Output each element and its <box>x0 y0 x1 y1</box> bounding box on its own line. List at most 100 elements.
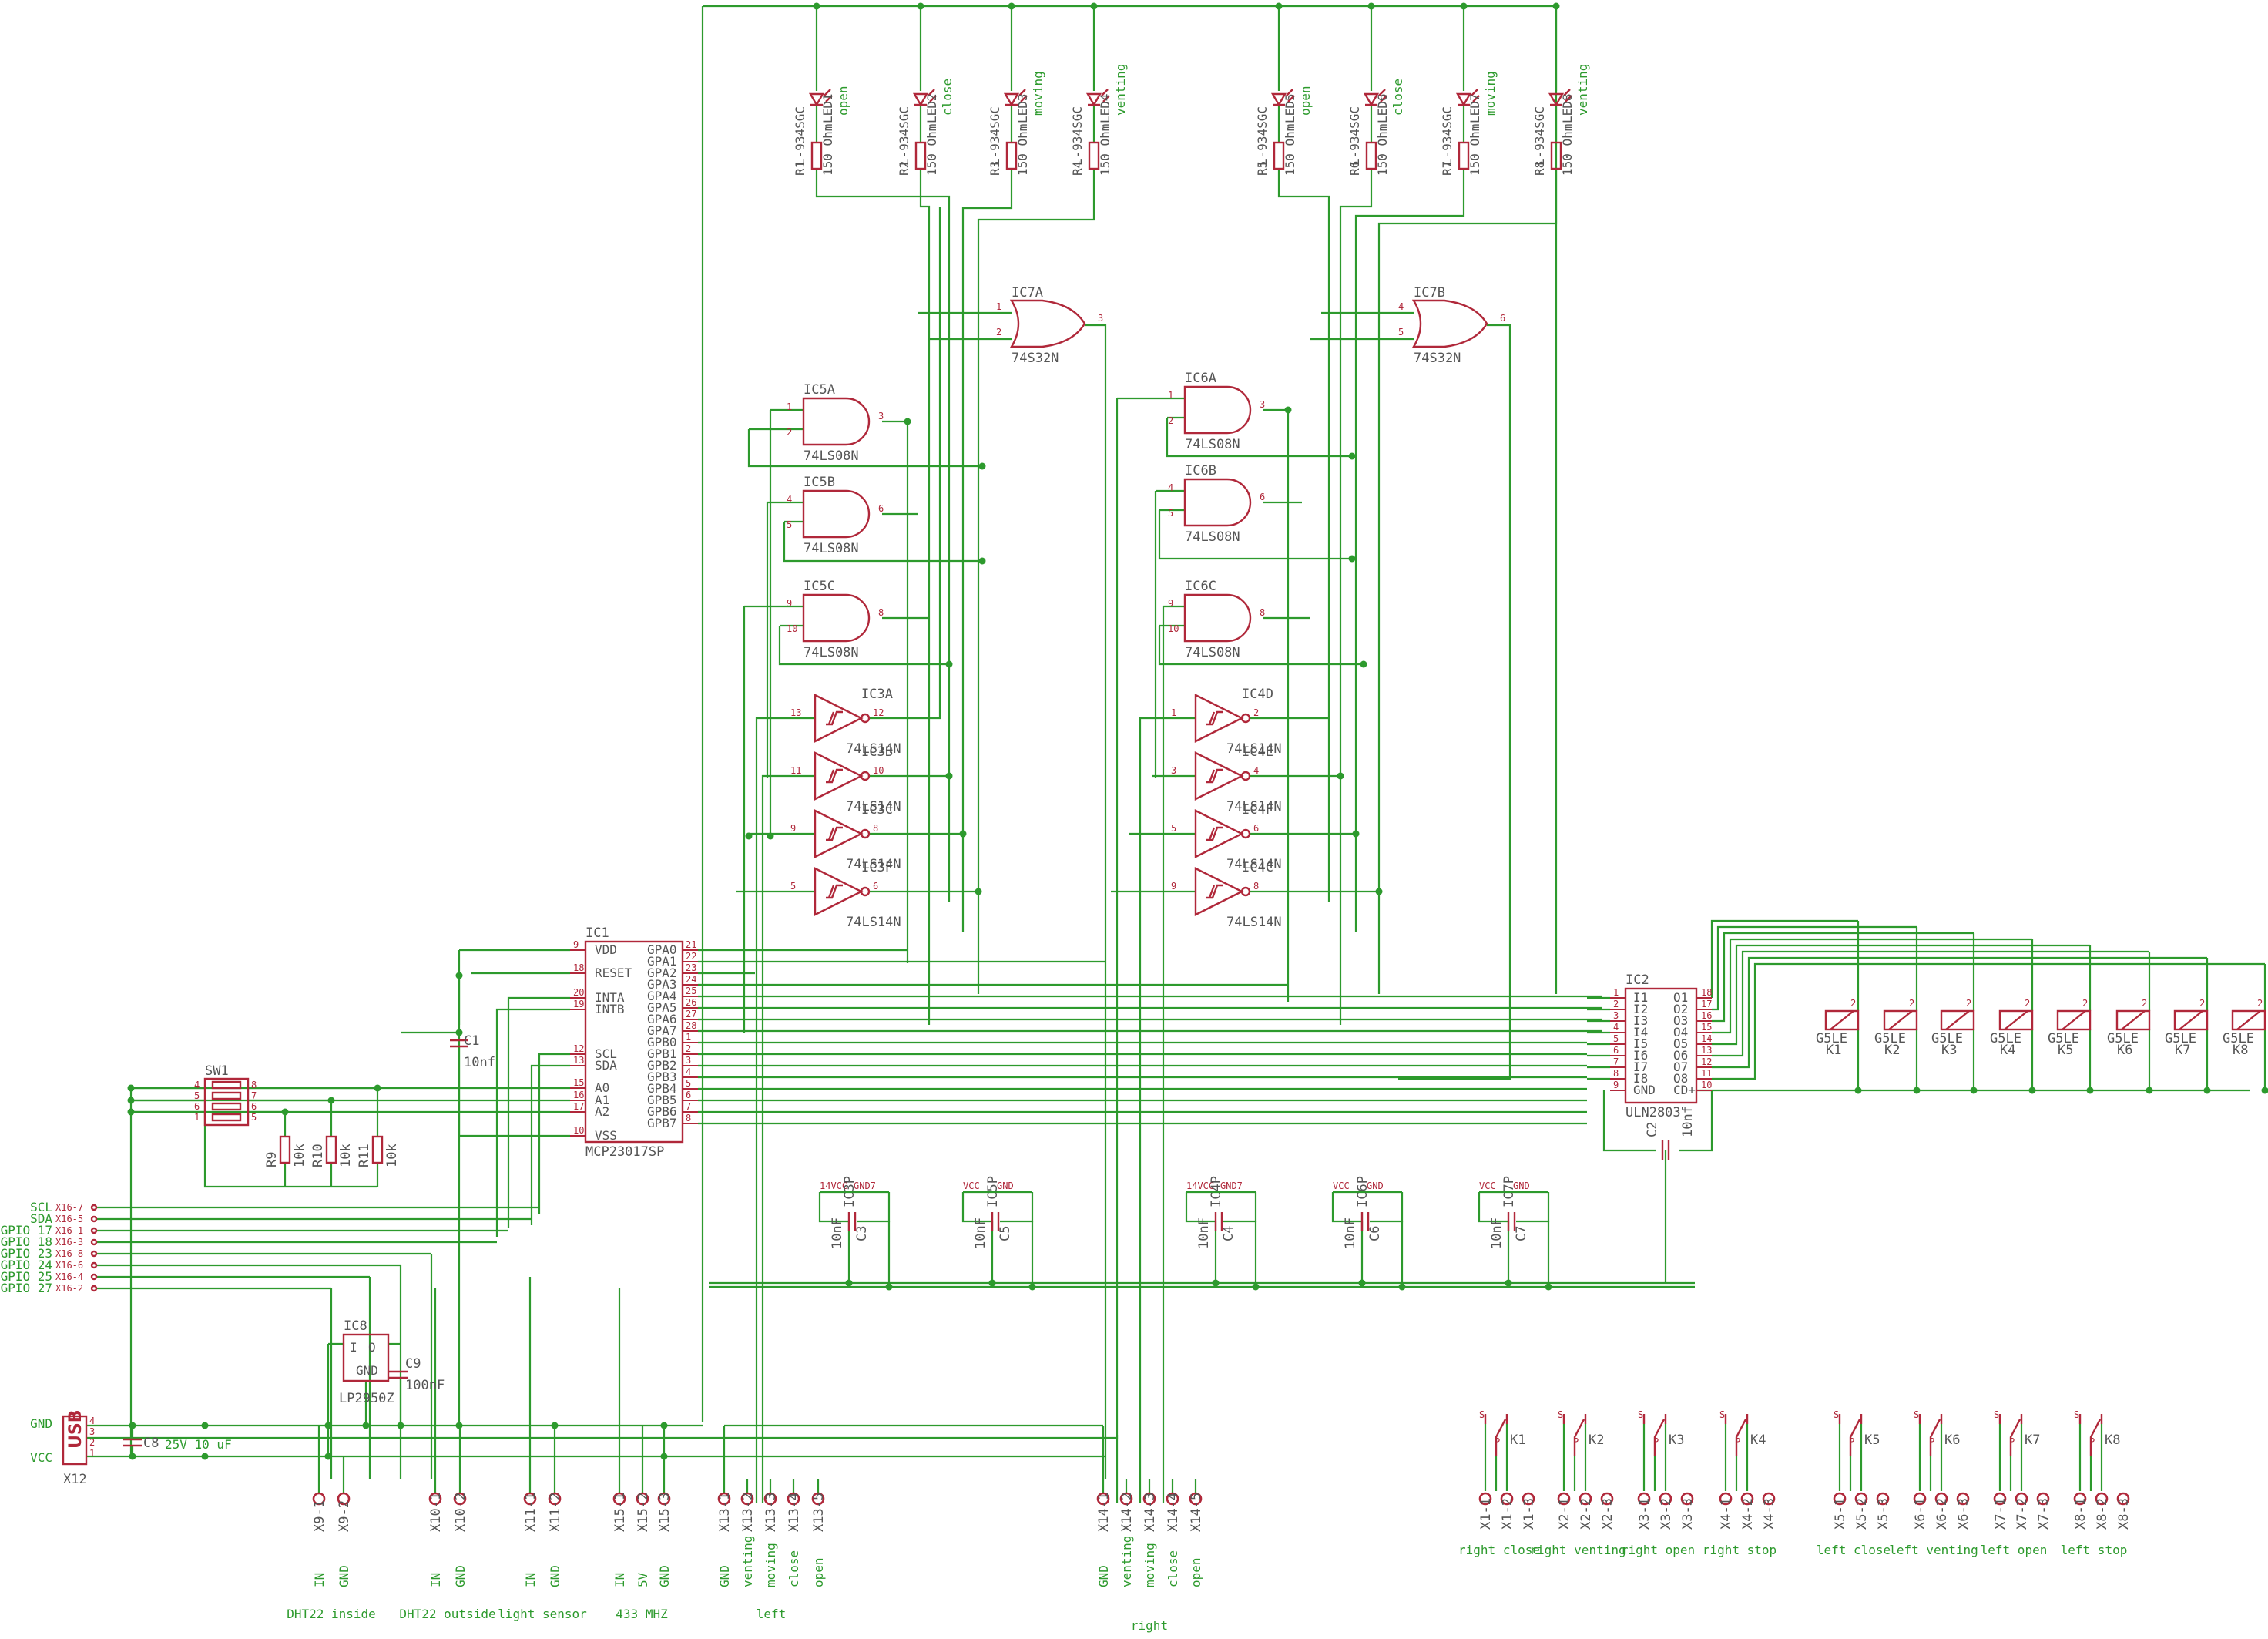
pin-label: I4 <box>1633 1025 1648 1039</box>
pin-label: VSS <box>595 1128 617 1143</box>
usb-name-label: X12 <box>63 1472 87 1487</box>
bottom-connector-pad <box>453 1492 467 1506</box>
pin-label: GPA3 <box>647 977 677 992</box>
relay-terminal-pad <box>2036 1492 2050 1506</box>
dip-switch-lever <box>211 1091 242 1100</box>
capacitor-value-label: 10nf <box>1680 1106 1696 1137</box>
chip-name-label: IC1 <box>585 925 609 941</box>
pin-number: 10 <box>1168 623 1179 634</box>
led-function-label: moving <box>1031 71 1045 116</box>
contact-label: P <box>1573 1436 1579 1447</box>
power-pin-label: GND7 <box>1220 1181 1243 1191</box>
relay-coil-slash <box>2121 1010 2146 1030</box>
chip-value-label: MCP23017SP <box>585 1144 664 1160</box>
pin-number: 3 <box>1098 313 1103 324</box>
gate-name-label: IC3B <box>861 744 893 760</box>
wire <box>1000 1192 1034 1223</box>
contact-label: P <box>2089 1436 2095 1447</box>
pin-number: 6 <box>686 1090 691 1100</box>
pin-number: 6 <box>1500 313 1505 324</box>
pin-number: 6 <box>194 1101 200 1112</box>
pad-function-label: GND <box>453 1565 468 1587</box>
gate-value-label: 74LS14N <box>1226 741 1282 757</box>
pad-label: X6-2 <box>1934 1498 1950 1530</box>
led-name-label: LED4 <box>1098 93 1112 123</box>
pad-label: X8-1 <box>2073 1498 2089 1530</box>
wire <box>747 429 982 468</box>
power-pin-label: 14VCC <box>820 1181 847 1191</box>
gate-value-label: 74LS08N <box>804 448 859 464</box>
gate-value-label: 74LS14N <box>1226 799 1282 814</box>
pin-number: 26 <box>686 997 696 1008</box>
pin-number: 9 <box>790 823 796 834</box>
resistor-value-label: 150 Ohm <box>1098 124 1112 176</box>
or-gate-symbol <box>1009 299 1086 348</box>
junction-dot <box>1913 1087 1921 1094</box>
pin-number: 5 <box>1171 823 1176 834</box>
pad-function-label: IN <box>312 1573 327 1587</box>
pin-label: A0 <box>595 1080 609 1095</box>
pin-label: CD+ <box>1673 1083 1696 1097</box>
led-rays-icon <box>1378 89 1387 102</box>
relay-coil-slash <box>2179 1010 2203 1030</box>
inverter-bubble <box>860 713 871 724</box>
wire <box>778 626 949 666</box>
pad-label: X15-3 <box>657 1493 673 1532</box>
contact-label: S <box>1719 1409 1725 1420</box>
gate-name-label: IC4F <box>1242 802 1273 818</box>
resistor <box>1458 141 1470 170</box>
pin-label: VDD <box>595 942 617 957</box>
pin-number: 17 <box>573 1101 584 1112</box>
pin-number: 2 <box>686 1043 691 1054</box>
relay-name-label: K8 <box>2233 1043 2248 1058</box>
relay-contact-name-label: K5 <box>1864 1432 1880 1448</box>
pad-function-label: close <box>787 1550 801 1587</box>
pad-label: X10-1 <box>428 1493 444 1532</box>
pin-label: I7 <box>1633 1060 1648 1074</box>
pin-number: 11 <box>790 765 801 776</box>
pin-number: 5 <box>787 519 792 530</box>
connector-caption-label: DHT22 inside <box>287 1607 376 1621</box>
inverter-bubble <box>1240 886 1251 897</box>
bottom-connector-pad <box>740 1492 754 1506</box>
pin-label: RESET <box>595 966 632 980</box>
pin-label: O2 <box>1673 1002 1688 1016</box>
pad-label: X2-2 <box>1579 1498 1594 1530</box>
relay-terminal-pad <box>1522 1492 1535 1506</box>
header-pad-label: X16-2 <box>55 1283 83 1294</box>
wire <box>1263 408 1290 1002</box>
wire <box>857 1192 891 1223</box>
relay-switch-symbol <box>2078 1414 2103 1456</box>
pin-label: INTA <box>595 990 625 1005</box>
relay-value-label: G5LE <box>2223 1031 2254 1046</box>
dip-switch-name-label: SW1 <box>205 1063 229 1079</box>
connector-caption-label: DHT22 outside <box>399 1607 495 1621</box>
pad-function-label: IN <box>428 1573 443 1587</box>
wire-net <box>86 2 2268 1503</box>
gate-name-label: IC6A <box>1185 371 1216 386</box>
capacitor-name-label: C8 <box>143 1436 159 1451</box>
resistor-name-label: R1 <box>793 161 807 176</box>
relay-caption-label: left venting <box>1889 1543 1978 1557</box>
bottom-connector-pad <box>1166 1492 1179 1506</box>
relay-terminal-pad <box>2095 1492 2109 1506</box>
pin-number: 2 <box>2025 998 2030 1009</box>
resistor-value-label: 10k <box>384 1144 400 1167</box>
relay-switch-symbol <box>1642 1414 1667 1456</box>
gate-value-label: 74LS08N <box>1185 529 1240 545</box>
resistor-name-label: R7 <box>1440 161 1454 176</box>
pin-number: 4 <box>194 1080 200 1090</box>
pin-label: GPB5 <box>647 1093 677 1107</box>
contact-label: P <box>1735 1436 1740 1447</box>
pad-function-label: GND <box>717 1565 732 1587</box>
pin-number: 7 <box>686 1101 691 1112</box>
contact-label: S <box>1638 1409 1643 1420</box>
pin-number: 2 <box>2142 998 2147 1009</box>
wire <box>961 1192 992 1223</box>
relay-contact-name-label: K7 <box>2025 1432 2040 1448</box>
pin-number: 14 <box>1701 1033 1712 1044</box>
pad-label: X6-3 <box>1956 1498 1971 1530</box>
pin-number: 6 <box>1253 823 1259 834</box>
relay-caption-label: left stop <box>2061 1543 2128 1557</box>
